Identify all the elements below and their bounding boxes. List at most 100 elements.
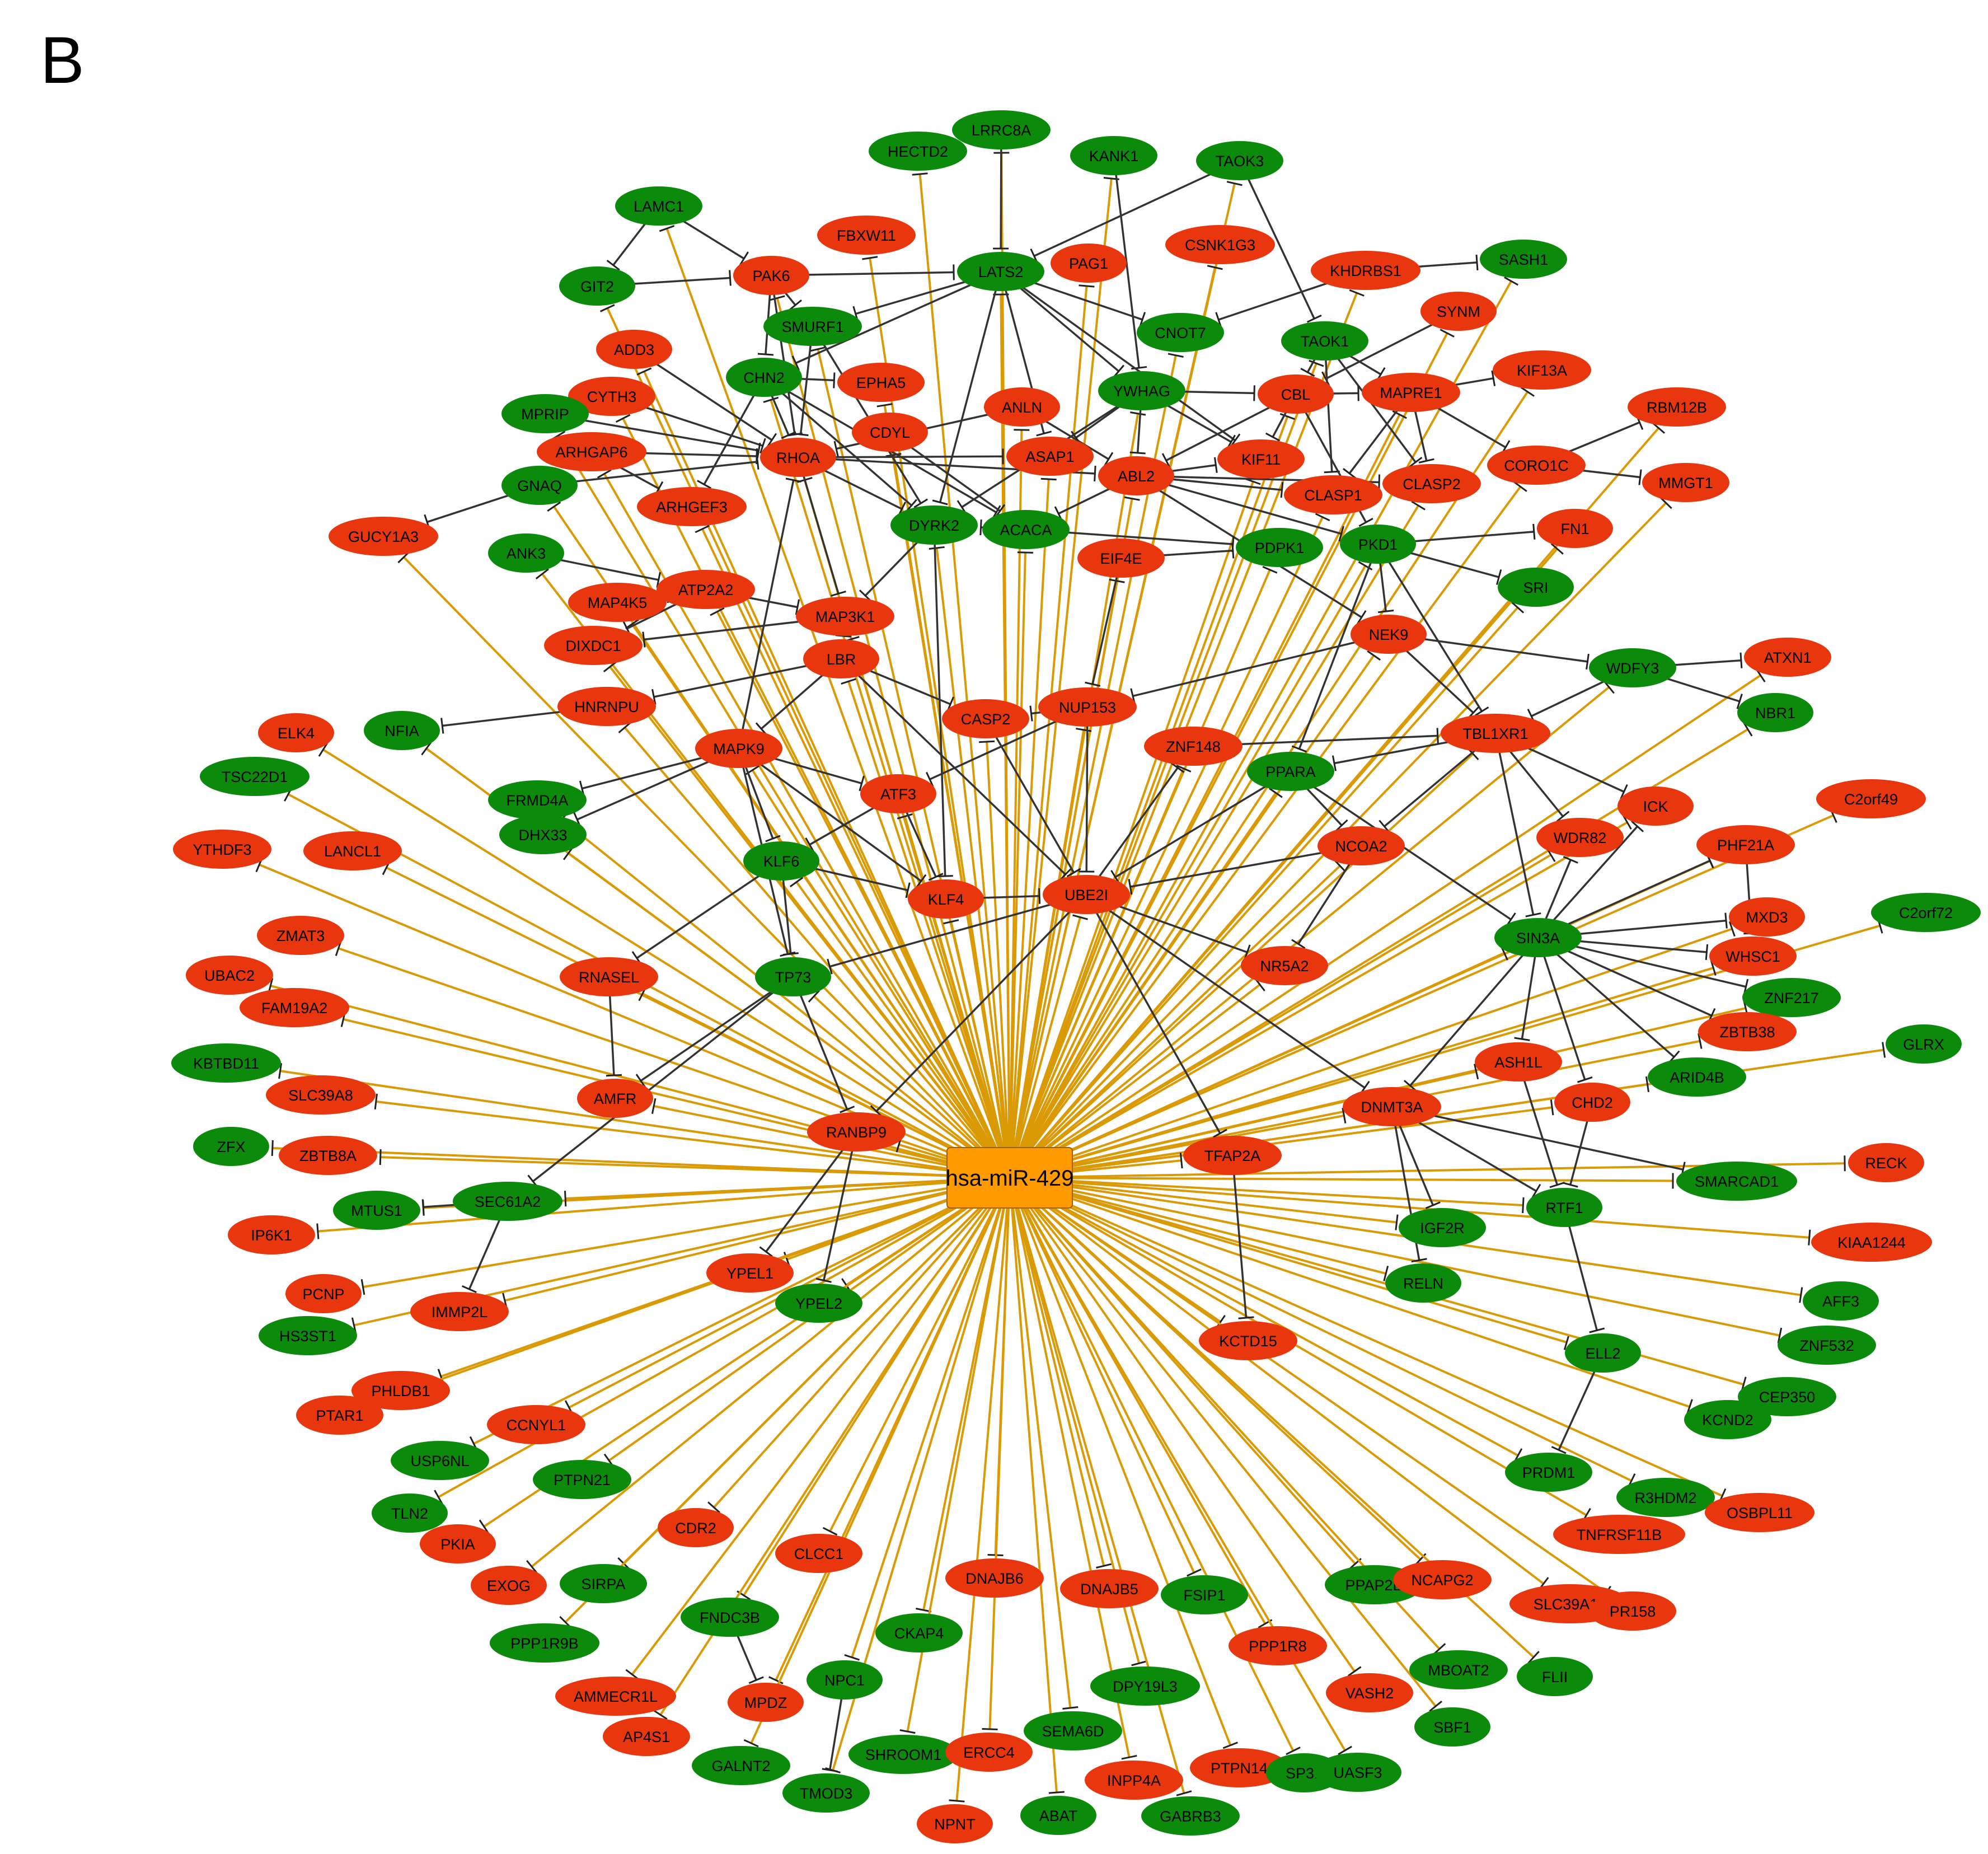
gene-node-ranbp9: RANBP9	[807, 1112, 906, 1151]
mirna-edge-nek9-inhibition-bar	[1367, 650, 1381, 661]
gene-node-shape	[557, 687, 656, 726]
mirna-edge-sp31	[1009, 1177, 1295, 1752]
gene-node-shape	[1351, 615, 1427, 654]
gene-node-label: PAK6	[752, 268, 790, 284]
mirna-edge-slc39a14	[1009, 1177, 1545, 1585]
mirna-edge-pcnp	[363, 1177, 1010, 1289]
mirna-edge-kif13a-inhibition-bar	[1520, 386, 1535, 397]
mirna-edge-fam19a2	[343, 1018, 1010, 1179]
gene-node-shape	[555, 1677, 676, 1716]
mirna-edge-frmd4a	[561, 818, 1011, 1179]
gene-node-ppp1r9b: PPP1R9B	[490, 1623, 599, 1663]
gene-node-kcnd2: KCND2	[1684, 1400, 1771, 1439]
mirna-edge-whsc1	[1009, 967, 1714, 1179]
gene-node-shape	[692, 1746, 790, 1785]
mirna-edge-immp2l	[504, 1177, 1010, 1302]
mirna-edge-nr5a2	[1009, 984, 1261, 1179]
gene-node-ercc4: ERCC4	[945, 1733, 1033, 1772]
mirna-edge-wdr82	[1009, 854, 1551, 1179]
gene-node-shape	[544, 626, 643, 665]
ppi-edge-eif4e-nup153	[1091, 558, 1122, 685]
mirna-edge-klf6	[795, 881, 1011, 1179]
gene-node-nfia: NFIA	[364, 711, 440, 750]
gene-node-label: DNAJB5	[1080, 1581, 1138, 1598]
ppi-edge-anln-abl2-inhibition-bar	[1104, 452, 1114, 467]
mirna-edge-ptpn14	[1009, 1177, 1232, 1746]
ppi-edge-pak6-smurf1-inhibition-bar	[789, 299, 802, 311]
gene-node-amfr: AMFR	[577, 1079, 653, 1118]
gene-node-zmat3: ZMAT3	[257, 916, 344, 955]
gene-node-shape	[488, 533, 564, 573]
gene-node-label: CLASP2	[1403, 476, 1461, 493]
gene-node-shape	[351, 1371, 450, 1410]
gene-node-shape	[1737, 693, 1813, 732]
gene-node-usp6nl: USP6NL	[391, 1441, 489, 1480]
gene-node-lancl1: LANCL1	[303, 831, 402, 870]
gene-node-ythdf3: YTHDF3	[173, 830, 271, 869]
gene-node-label: PDPK1	[1255, 540, 1305, 556]
ppi-edge-lamc1-pak6-inhibition-bar	[739, 251, 749, 266]
gene-node-shape	[945, 1733, 1033, 1772]
gene-node-shape	[1038, 687, 1137, 727]
gene-node-label: IGF2R	[1420, 1220, 1465, 1237]
gene-node-ick: ICK	[1617, 786, 1694, 826]
gene-node-label: NFIA	[385, 723, 419, 739]
gene-node-r3hdm2: R3HDM2	[1616, 1478, 1715, 1517]
ppi-edge-ppara-ncoa2-inhibition-bar	[1335, 819, 1348, 832]
mirna-edge-atp2a2	[716, 611, 1011, 1178]
mirna-edge-rbm12b-inhibition-bar	[1652, 422, 1665, 434]
gene-node-pkia: PKIA	[420, 1524, 496, 1563]
gene-node-shape	[471, 1566, 547, 1605]
gene-node-tbl1xr1: TBL1XR1	[1441, 714, 1550, 753]
mirna-edge-sri	[1009, 606, 1519, 1179]
gene-node-label: KLF6	[763, 853, 800, 870]
mirna-edge-taok1	[1009, 363, 1317, 1178]
gene-node-atp2a2: ATP2A2	[657, 570, 755, 609]
mirna-edge-zbtb8a	[380, 1156, 1010, 1179]
gene-node-shape	[726, 358, 802, 397]
gene-node-label: ABL2	[1118, 468, 1155, 485]
gene-node-shape	[1161, 1575, 1248, 1614]
gene-node-label: ELK4	[278, 725, 315, 742]
gene-node-clasp1: CLASP1	[1284, 475, 1382, 514]
gene-node-shape	[1480, 240, 1567, 279]
gene-node-mxd3: MXD3	[1729, 897, 1805, 937]
gene-node-shape	[1742, 978, 1841, 1017]
gene-node-vash2: VASH2	[1326, 1673, 1413, 1712]
gene-node-shape	[1589, 1591, 1676, 1631]
gene-node-label: YWHAG	[1113, 383, 1170, 400]
mirna-edge-nup153-inhibition-bar	[1076, 728, 1092, 732]
gene-node-shape	[1343, 1087, 1441, 1126]
gene-node-shape	[743, 841, 819, 881]
ppi-edge-ranbp9-ypel2	[823, 1131, 857, 1281]
ppi-edge-ywhag-cbl-inhibition-bar	[1253, 385, 1255, 401]
gene-node-zbtb38: ZBTB38	[1698, 1012, 1797, 1051]
ppi-edge-rhoa-map3k1	[797, 457, 840, 594]
gene-node-label: CDR2	[675, 1520, 716, 1537]
gene-node-label: SMURF1	[781, 319, 843, 335]
gene-node-shape	[869, 132, 967, 171]
gene-node-fam19a2: FAM19A2	[240, 988, 349, 1027]
gene-node-label: UBE2I	[1065, 887, 1108, 903]
mirna-edge-ube2i	[1009, 917, 1081, 1178]
gene-node-arid4b: ARID4B	[1648, 1057, 1746, 1097]
gene-node-kbtbd11: KBTBD11	[171, 1043, 281, 1083]
gene-node-shape	[658, 1508, 734, 1547]
gene-node-dnmt3a: DNMT3A	[1343, 1087, 1441, 1126]
gene-node-atf3: ATF3	[860, 774, 936, 813]
ppi-edge-lbr-ube2i-inhibition-bar	[1059, 868, 1072, 881]
gene-node-inpp4a: INPP4A	[1085, 1761, 1183, 1800]
gene-node-shape	[1241, 946, 1328, 985]
gene-node-ncapg2: NCAPG2	[1393, 1560, 1492, 1599]
mirna-edge-gucy1a3	[403, 556, 1011, 1179]
mirna-edge-hectd2	[918, 174, 1011, 1178]
gene-node-shape	[391, 1441, 489, 1480]
ppi-edge-mapk9-klf4	[738, 747, 922, 882]
ppi-edge-chn2-rhoa-inhibition-bar	[781, 431, 796, 439]
gene-node-label: GNAQ	[517, 477, 562, 494]
gene-node-pak6: PAK6	[733, 256, 809, 295]
mirna-edge-mxd3-inhibition-bar	[1728, 921, 1736, 937]
ppi-edge-mapk9-atf3-inhibition-bar	[859, 775, 865, 792]
mirna-edge-dpy19l3-inhibition-bar	[1131, 1660, 1147, 1666]
gene-node-label: LAMC1	[634, 198, 684, 215]
